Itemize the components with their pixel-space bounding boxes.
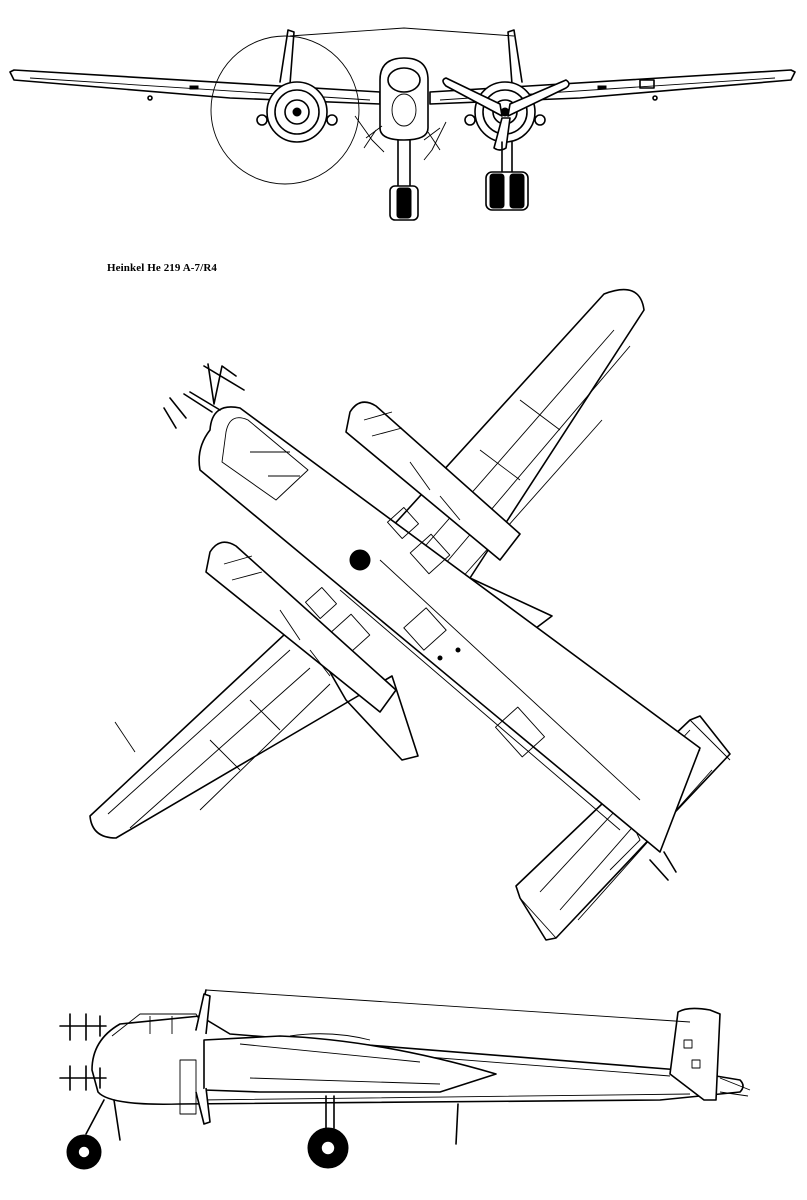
side-main-gear (307, 1095, 349, 1169)
plan-right-wing (379, 288, 645, 641)
plan-right-engine (345, 401, 521, 561)
side-view (59, 989, 751, 1170)
propeller-blade (442, 77, 503, 117)
front-left-fin (279, 29, 295, 85)
front-nose-gear (389, 139, 419, 221)
plan-radar-antennas (163, 363, 245, 429)
plan-left-engine (205, 541, 397, 713)
plan-view (89, 288, 731, 941)
front-right-engine (442, 77, 570, 151)
front-left-engine (256, 81, 338, 143)
plan-fuselage (198, 406, 701, 853)
side-radar-antennas (59, 1013, 107, 1091)
front-main-gear (485, 141, 529, 211)
front-right-fin (507, 29, 523, 85)
aircraft-caption: Heinkel He 219 A-7/R4 (107, 262, 217, 274)
front-right-wing (429, 69, 796, 105)
side-tail-fin (669, 1007, 721, 1101)
front-fuselage (379, 57, 429, 141)
side-propeller (195, 993, 211, 1125)
plan-roundel (349, 549, 371, 571)
front-view (9, 27, 796, 221)
side-engine (203, 1035, 497, 1093)
propeller-disc (210, 35, 360, 185)
plan-left-wing (89, 619, 419, 839)
side-nose-gear (66, 1099, 121, 1170)
